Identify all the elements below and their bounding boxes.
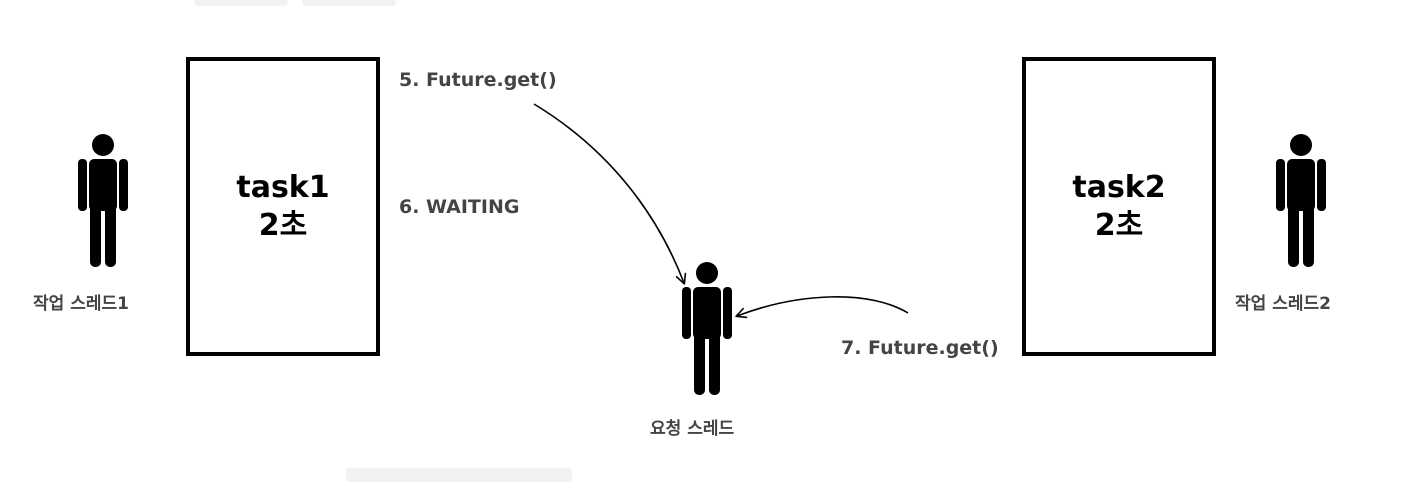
step5-label: 5. Future.get() <box>399 69 557 91</box>
task2-box: task2 2초 <box>1022 57 1216 356</box>
worker2-label: 작업 스레드2 <box>1235 294 1331 314</box>
person-icon <box>682 262 732 395</box>
step7-label: 7. Future.get() <box>841 337 999 359</box>
person-icon <box>78 134 128 267</box>
task2-name: task2 <box>1072 169 1166 205</box>
task1-duration: 2초 <box>258 207 308 243</box>
requester-label: 요청 스레드 <box>650 419 735 439</box>
cropped-chip-top-1 <box>194 0 288 6</box>
arrow-icon <box>533 103 687 285</box>
task2-duration: 2초 <box>1094 207 1144 243</box>
step6-label: 6. WAITING <box>399 196 520 218</box>
person-icon <box>1276 134 1326 267</box>
task1-name: task1 <box>236 169 330 205</box>
task1-box: task1 2초 <box>186 57 380 356</box>
cropped-chip-top-2 <box>302 0 396 6</box>
arrow-icon <box>735 296 909 319</box>
worker1-label: 작업 스레드1 <box>33 294 129 314</box>
